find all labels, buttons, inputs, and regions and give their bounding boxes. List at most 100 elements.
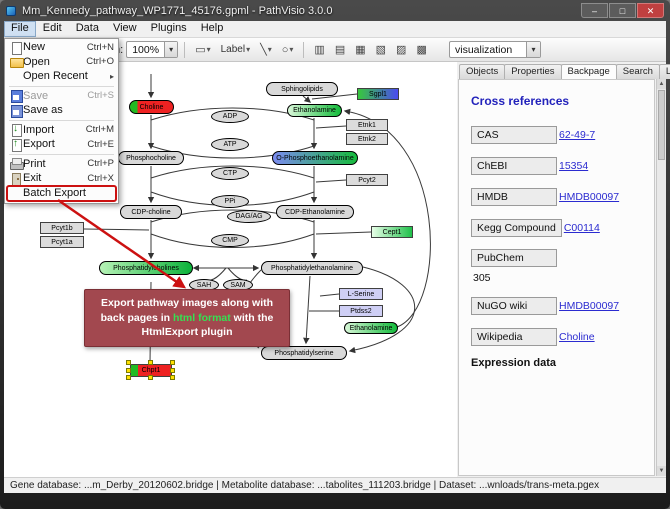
tab-search[interactable]: Search bbox=[615, 64, 660, 79]
visualization-combobox[interactable]: visualization ▾ bbox=[449, 41, 541, 58]
selection-handle[interactable] bbox=[170, 367, 175, 373]
pathway-node-pcyt2[interactable]: Pcyt2 bbox=[346, 174, 388, 186]
chevron-down-icon[interactable]: ▾ bbox=[164, 42, 178, 57]
line-tool-button[interactable]: ╲▾ bbox=[256, 41, 276, 59]
selection-handle[interactable] bbox=[148, 375, 153, 380]
caret-down-icon: ▾ bbox=[246, 45, 251, 54]
tutorial-callout: Export pathway images along with back pa… bbox=[84, 289, 290, 347]
crossref-link[interactable]: HMDB00097 bbox=[559, 191, 620, 203]
pathway-node-ptdss2[interactable]: Ptdss2 bbox=[339, 305, 383, 317]
file-menu-item-save-as[interactable]: Save as bbox=[5, 103, 118, 118]
shape-tool-button[interactable]: ○▾ bbox=[278, 41, 298, 59]
menu-item-shortcut: Ctrl+X bbox=[87, 172, 114, 184]
selection-handle[interactable] bbox=[170, 375, 175, 380]
tab-properties[interactable]: Properties bbox=[504, 64, 562, 79]
exit-door-icon bbox=[9, 172, 23, 186]
pathway-node-ethanolamine-right[interactable]: Ethanolamine bbox=[344, 322, 398, 334]
menu-item-label: Exit bbox=[23, 172, 42, 185]
common-size-button[interactable]: ▩ bbox=[412, 41, 430, 59]
label-tool-button[interactable]: Label▾ bbox=[217, 41, 254, 59]
close-button[interactable]: ✕ bbox=[637, 3, 664, 18]
chevron-down-icon[interactable]: ▾ bbox=[526, 42, 540, 57]
pathway-node-phosphocholine[interactable]: Phosphocholine bbox=[118, 151, 184, 165]
pathway-node-ethanolamine-top[interactable]: Ethanolamine bbox=[287, 104, 342, 117]
selection-handle[interactable] bbox=[126, 360, 131, 365]
pathway-node-phosphatidylserine[interactable]: Phosphatidylserine bbox=[261, 346, 347, 360]
side-panel-scrollbar[interactable]: ▲ ▼ bbox=[656, 79, 666, 476]
align-edges-icon: ▦ bbox=[355, 44, 366, 56]
stack-horizontal-button[interactable]: ▨ bbox=[392, 41, 410, 59]
crossref-link[interactable]: 15354 bbox=[559, 160, 589, 172]
pathway-node-l-serine[interactable]: L-Serine bbox=[339, 288, 383, 300]
pathway-node-choline[interactable]: Choline bbox=[129, 100, 174, 114]
section-header: NuGO wiki bbox=[471, 297, 557, 315]
pathway-node-sgpl1[interactable]: Sgpl1 bbox=[357, 88, 399, 100]
crossref-link[interactable]: Choline bbox=[559, 331, 595, 343]
align-edges-button[interactable]: ▦ bbox=[351, 41, 369, 59]
file-menu-item-exit[interactable]: Exit Ctrl+X bbox=[5, 171, 118, 186]
pathway-node-atp[interactable]: ATP bbox=[211, 138, 249, 151]
stack-vertical-button[interactable]: ▧ bbox=[372, 41, 390, 59]
pathway-node-o-phosphoethanolamine[interactable]: O-Phosphoethanolamine bbox=[272, 151, 358, 165]
tab-backpage[interactable]: Backpage bbox=[560, 64, 617, 79]
pathway-node-phosphatidylcholines[interactable]: Phosphatidylcholines bbox=[99, 261, 193, 275]
menubar-item-help[interactable]: Help bbox=[200, 22, 224, 34]
datanode-tool-button[interactable]: ▭▾ bbox=[191, 41, 214, 59]
file-menu-item-open-recent[interactable]: Open Recent▸ bbox=[5, 69, 118, 84]
submenu-arrow-icon: ▸ bbox=[109, 71, 114, 81]
selection-handle[interactable] bbox=[126, 367, 131, 373]
menubar-item-file[interactable]: File bbox=[4, 21, 36, 37]
titlebar: Mm_Kennedy_pathway_WP1771_45176.gpml - P… bbox=[0, 0, 670, 21]
zoom-value: 100% bbox=[132, 43, 160, 56]
align-center-y-button[interactable]: ▤ bbox=[331, 41, 349, 59]
scrollbar-thumb[interactable] bbox=[658, 90, 665, 160]
section-header: Wikipedia bbox=[471, 328, 557, 346]
pathway-node-cept1[interactable]: Cept1 bbox=[371, 226, 413, 238]
menu-separator bbox=[9, 85, 114, 87]
pathway-node-pcyt1a[interactable]: Pcyt1a bbox=[40, 236, 84, 248]
scroll-down-icon[interactable]: ▼ bbox=[657, 466, 666, 476]
minimize-button[interactable]: – bbox=[581, 3, 608, 18]
side-panel: ObjectsPropertiesBackpageSearchLegend Cr… bbox=[457, 62, 670, 477]
crossref-link[interactable]: HMDB00097 bbox=[559, 300, 620, 312]
tab-objects[interactable]: Objects bbox=[459, 64, 506, 79]
maximize-button[interactable]: □ bbox=[609, 3, 636, 18]
file-menu-item-batch-export[interactable]: Batch Export bbox=[5, 186, 118, 201]
selection-handle[interactable] bbox=[148, 360, 153, 365]
pathway-node-etnk2[interactable]: Etnk2 bbox=[346, 133, 388, 145]
common-size-icon: ▩ bbox=[416, 44, 427, 56]
menu-item-label: Print bbox=[23, 157, 46, 170]
pathway-node-ctp[interactable]: CTP bbox=[211, 167, 249, 180]
pathway-node-pcyt1b[interactable]: Pcyt1b bbox=[40, 222, 84, 234]
pathway-node-ppi[interactable]: PPi bbox=[211, 195, 249, 208]
pathway-node-cdp-ethanolamine[interactable]: CDP-Ethanolamine bbox=[276, 205, 354, 219]
open-folder-icon bbox=[9, 55, 24, 69]
menubar-item-plugins[interactable]: Plugins bbox=[150, 22, 187, 34]
pathway-node-cdp-choline[interactable]: CDP-choline bbox=[120, 205, 182, 219]
crossref-link[interactable]: C00114 bbox=[563, 222, 600, 234]
pathway-node-adp[interactable]: ADP bbox=[211, 110, 249, 123]
pathway-node-dag-ag[interactable]: DAG/AG bbox=[227, 210, 271, 223]
menubar-item-data[interactable]: Data bbox=[75, 22, 99, 34]
scroll-up-icon[interactable]: ▲ bbox=[657, 79, 666, 89]
tab-legend[interactable]: Legend bbox=[658, 64, 670, 79]
crossref-value: 305 bbox=[473, 272, 491, 284]
menubar-item-view[interactable]: View bbox=[112, 22, 137, 34]
selection-handle[interactable] bbox=[126, 375, 131, 380]
pathway-node-phosphatidylethanolamine[interactable]: Phosphatidylethanolamine bbox=[261, 261, 363, 275]
menubar-item-edit[interactable]: Edit bbox=[42, 22, 62, 34]
zoom-combobox[interactable]: 100% ▾ bbox=[126, 41, 179, 58]
pathway-node-sphingolipids[interactable]: Sphingolipids bbox=[266, 82, 338, 96]
crossref-title: Cross references bbox=[471, 94, 570, 108]
selection-handle[interactable] bbox=[170, 360, 175, 365]
pathway-node-etnk1[interactable]: Etnk1 bbox=[346, 119, 388, 131]
align-center-x-button[interactable]: ▥ bbox=[310, 41, 328, 59]
crossref-link[interactable]: 62-49-7 bbox=[559, 129, 596, 141]
pathway-node-cmp[interactable]: CMP bbox=[211, 234, 249, 247]
